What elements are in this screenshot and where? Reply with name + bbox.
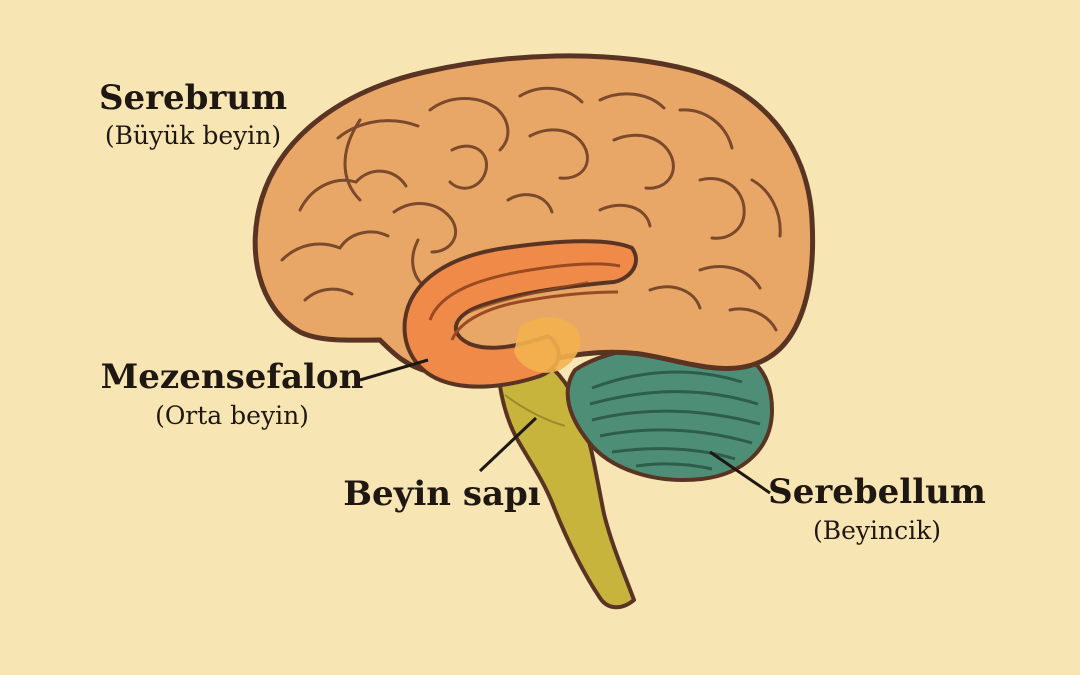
label-cerebrum: Serebrum (Büyük beyin): [99, 78, 287, 150]
label-cerebellum: Serebellum (Beyincik): [768, 472, 986, 545]
label-brainstem: Beyin sapı: [343, 474, 541, 514]
leader-line-cerebellum: [709, 450, 771, 495]
label-cerebrum-title: Serebrum: [99, 78, 287, 118]
midbrain-junction: [514, 317, 581, 373]
leader-line-midbrain: [359, 358, 429, 382]
cerebrum: [252, 53, 816, 378]
label-brainstem-title: Beyin sapı: [343, 474, 541, 514]
leader-line-brainstem: [478, 416, 538, 473]
cerebellum: [565, 343, 774, 482]
label-cerebellum-title: Serebellum: [768, 472, 986, 512]
label-cerebrum-subtitle: (Büyük beyin): [105, 121, 281, 150]
label-midbrain-title: Mezensefalon: [101, 357, 364, 397]
label-cerebellum-subtitle: (Beyincik): [813, 516, 941, 545]
label-midbrain: Mezensefalon (Orta beyin): [101, 357, 364, 430]
midbrain: [402, 239, 638, 389]
label-midbrain-subtitle: (Orta beyin): [155, 401, 309, 430]
